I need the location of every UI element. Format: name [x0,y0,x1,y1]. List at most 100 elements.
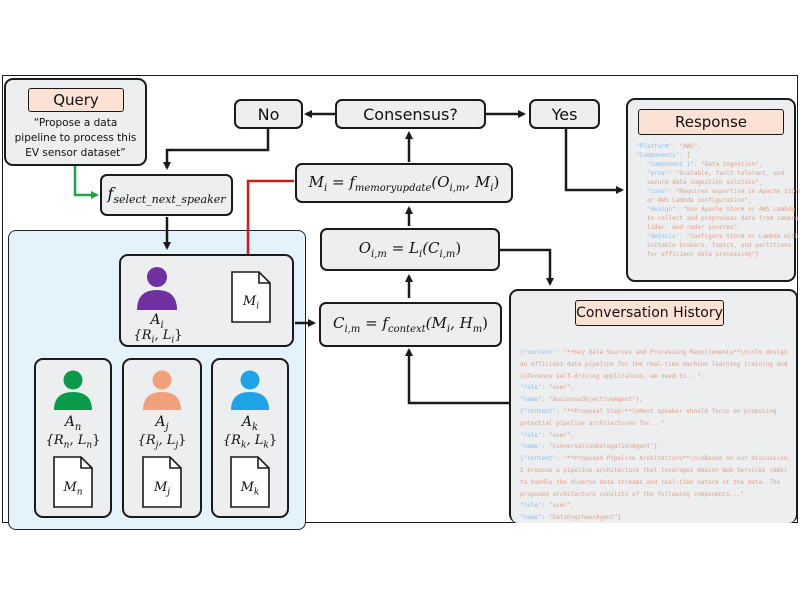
response-code-line: suitable brokers, topics, and partitions [636,241,794,250]
response-code-line: lidar, and radar sources", [636,223,794,232]
context-box: Ci,m = fcontext(Mi, Hm) [319,302,502,347]
yes-box: Yes [529,99,600,129]
agent-i-label: Ai [150,312,164,331]
history-code-line: "role": "user", [520,500,796,512]
response-code: "Platform": "AWS","Components": { "Compo… [636,142,800,259]
consensus-box: Consensus? [335,99,486,129]
history-code-line: "name": "ConversationDelegationAgent"}, [520,441,796,453]
history-code-line: "role": "user", [520,382,796,394]
query-line: EV sensor dataset” [25,147,126,159]
history-code: {"content": "**Key Data Sources and Proc… [520,347,796,524]
memory-update-formula: Mi = fmemoryupdate(Oi,m, Mi) [308,172,500,194]
response-code-value: or AWS Lambda configuration", [636,197,752,204]
history-code-line: "role": "user", [520,430,796,442]
memory-document-icon [53,456,93,512]
agent-n-memory: Mn [63,480,83,498]
query-text: “Propose a data pipeline to process this… [6,116,145,161]
person-icon [135,266,179,314]
agent-k-box: Ak {Rk, Lk} Mk [211,358,289,518]
history-code-key: {"content" [520,455,557,463]
response-code-value: : "AWS", [672,143,702,150]
response-code-line: "cons": "Requires expertise in Apache St… [636,187,800,196]
response-code-value: : "Use Apache Storm or AWS Lambda [675,206,795,213]
agent-n-roles: {Rn, Ln} [45,433,101,451]
response-code-line: to collect and preprocess data from came… [636,214,800,223]
response-code-line: "pros": "Scalable, fault-tolerant, and [636,169,794,178]
history-code-key: "name" [520,396,542,404]
response-code-line: or AWS Lambda configuration", [636,196,794,205]
arrow-history-to-context [405,348,510,405]
history-code-line: to handle the diverse data streams and r… [520,477,796,489]
history-code-key: "name" [520,514,542,522]
no-box: No [234,99,303,129]
history-code-line: {"content": "**Key Data Sources and Proc… [520,347,796,359]
person-icon [142,370,182,414]
select-formula: fselect_next_speaker [107,183,226,207]
response-code-key: "Component 1" [636,161,694,168]
history-panel: Conversation History {"content": "**Key … [509,289,798,523]
agent-j-roles: {Rj, Lj} [137,433,187,451]
query-line: “Propose a data [33,117,118,129]
history-code-key: "role" [520,384,542,392]
agent-j-memory: Mj [153,480,171,498]
response-code-value: : "Requires expertise in Apache Storm [668,188,800,195]
response-code-line: "Platform": "AWS", [636,142,794,151]
history-code-key: {"content" [520,407,557,415]
response-code-value: for efficient data processing"}, [636,251,763,258]
arrow-output-to-history [500,248,554,286]
history-code-value: I propose a pipeline architecture that l… [520,466,788,474]
response-code-key: "design" [636,206,676,213]
agent-i-box: Ai {Ri, Li} Mi [119,254,294,347]
response-code-key: "Components" [636,152,680,159]
response-code-line: "design": "Use Apache Storm or AWS Lambd… [636,205,795,214]
agent-j-box: Aj {Rj, Lj} Mj [122,358,202,518]
history-code-value: : "DataEngineerAgent"} [541,514,622,522]
memory-document-icon [231,271,271,327]
history-code-value: an efficient data pipeline for the real-… [520,360,788,368]
response-code-value: to collect and preprocess data from came… [636,215,800,222]
arrow-no-to-select [163,128,270,170]
response-code-value: : "Configure Storm or Lambda with [679,233,799,240]
response-code-value: : "Scalable, fault-tolerant, and [668,170,785,177]
agent-i-memory: Mi [242,294,260,312]
response-code-key: "Platform" [636,143,673,150]
history-code-value: : "user", [541,502,575,510]
history-code-line: "name": "DataEngineerAgent"} [520,512,796,524]
context-formula: Ci,m = fcontext(Mi, Hm) [332,314,489,335]
history-code-value: : "user", [541,431,575,439]
memory-document-icon [230,456,270,512]
history-code-line: {"content": "**Proposed Pipeline Archite… [520,453,796,465]
response-code-key: "pros" [636,170,669,177]
response-code-value: : { [679,152,691,159]
arrow-yes-to-response [564,128,624,194]
history-code-line: potential pipeline architectures for..." [520,418,796,430]
response-pill: Response [638,109,784,135]
response-code-key: "cons" [636,188,669,195]
history-code-value: to handle the diverse data streams and r… [520,478,781,486]
history-code-value: : "**Proposed Pipeline Architecture**\n\… [556,455,791,463]
arrow-query-to-select [73,165,99,199]
response-code-key: "details" [636,233,680,240]
query-pill: Query [28,88,124,112]
history-code-value: : "BusinessObjectiveAgent"}, [541,396,643,404]
response-code-value: suitable brokers, topics, and partitions [636,242,792,249]
agent-k-roles: {Rk, Lk} [222,433,278,451]
output-formula: Oi,m = Li(Ci,m) [358,239,462,260]
history-code-line: proposed architecture consists of the fo… [520,489,796,501]
query-line: pipeline to process this [14,132,137,144]
response-code-value: : "Data Ingestion", [693,161,763,168]
history-code-line: I propose a pipeline architecture that l… [520,465,796,477]
agent-n-label: An [64,414,82,433]
agent-k-memory: Mk [240,480,260,498]
history-code-line: an efficient data pipeline for the real-… [520,359,796,371]
history-code-value: proposed architecture consists of the fo… [520,490,748,498]
history-code-key: {"content" [520,349,557,356]
history-code-line: {"content": "**Proposal Step:**\nNext sp… [520,406,796,418]
response-code-line: "Components": { [636,151,794,160]
history-code-key: "name" [520,443,542,451]
history-code-value: : "ConversationDelegationAgent"}, [541,443,661,451]
response-code-value: lidar, and radar sources", [636,224,741,231]
history-code-value: inference self-driving application, we n… [520,372,705,380]
history-code-line: "name": "BusinessObjectiveAgent"}, [520,394,796,406]
